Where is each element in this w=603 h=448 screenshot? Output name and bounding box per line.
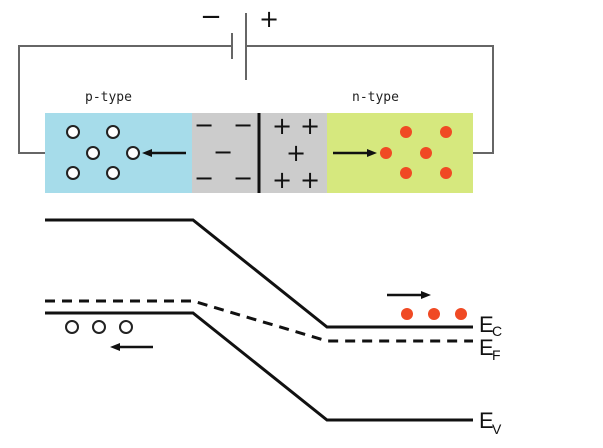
circuit-wire-left (18, 45, 232, 154)
positive-ion: + (272, 112, 292, 140)
battery-positive-sign: + (259, 5, 279, 33)
svg-text:E: E (479, 408, 494, 433)
negative-ion: − (194, 111, 214, 139)
positive-ion: + (300, 112, 320, 140)
electron (380, 147, 392, 159)
band-electrons-group (401, 308, 467, 320)
hole (106, 166, 120, 180)
battery-negative-sign: − (200, 2, 222, 32)
negative-ions: − − − − − (194, 111, 253, 192)
band-hole (92, 320, 106, 334)
svg-text:F: F (492, 347, 501, 363)
electron (400, 126, 412, 138)
hole (66, 125, 80, 139)
negative-ion: − (194, 164, 214, 192)
hole (126, 146, 140, 160)
electron (440, 126, 452, 138)
electron (420, 147, 432, 159)
valence-band-line (45, 311, 473, 422)
positive-ion: + (286, 139, 306, 167)
band-hole-arrow-icon (110, 343, 153, 351)
band-electron (401, 308, 413, 320)
negative-ion: − (213, 138, 233, 166)
circuit-wire-right (246, 45, 494, 154)
battery-icon (231, 13, 247, 80)
band-hole (119, 320, 133, 334)
negative-ion: − (233, 111, 253, 139)
svg-text:E: E (479, 312, 494, 337)
holes-group (66, 125, 140, 180)
electron (400, 167, 412, 179)
fermi-level-line (45, 299, 473, 343)
negative-ion: − (233, 164, 253, 192)
hole-drift-arrow-icon (142, 149, 186, 157)
ec-label: E C (479, 312, 502, 339)
hole (106, 125, 120, 139)
electrons-group (380, 126, 452, 179)
hole (66, 166, 80, 180)
ev-label: E V (479, 408, 502, 437)
svg-text:V: V (492, 421, 502, 437)
positive-ions: + + + + + (272, 112, 320, 194)
n-type-label: n-type (352, 90, 399, 105)
positive-ion: + (300, 166, 320, 194)
band-electron (455, 308, 467, 320)
positive-ion: + (272, 166, 292, 194)
band-holes-group (65, 320, 133, 334)
electron (440, 167, 452, 179)
band-electron (428, 308, 440, 320)
ef-label: E F (479, 335, 501, 363)
electron-drift-arrow-icon (333, 149, 377, 157)
svg-text:E: E (479, 335, 494, 360)
band-hole (65, 320, 79, 334)
band-electron-arrow-icon (387, 291, 431, 299)
conduction-band-line (45, 218, 473, 329)
p-type-label: p-type (85, 90, 132, 105)
svg-text:C: C (492, 323, 502, 339)
hole (86, 146, 100, 160)
